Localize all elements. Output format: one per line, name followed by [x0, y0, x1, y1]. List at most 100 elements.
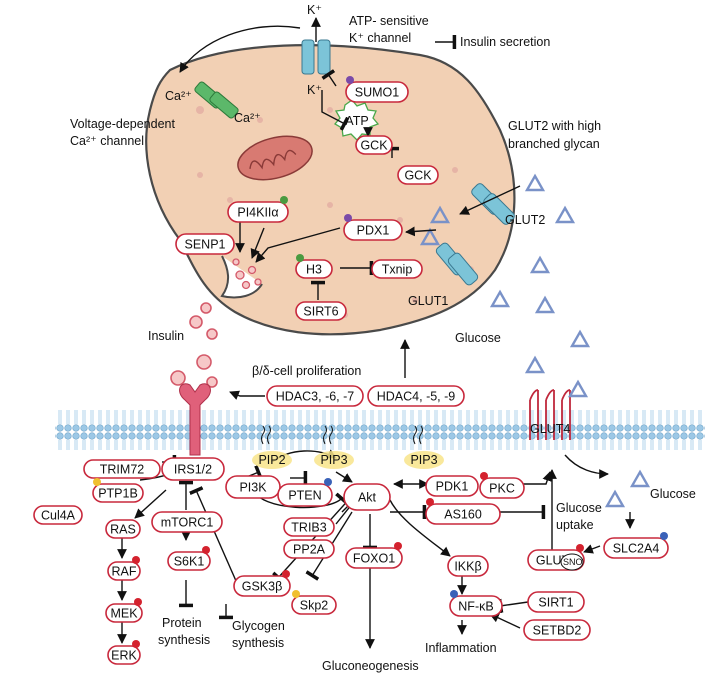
label-vdcc-1: Voltage-dependent	[70, 117, 175, 131]
node-label-trib3: TRIB3	[291, 521, 326, 535]
glut4-membrane-transporter	[529, 389, 571, 440]
node-h3: H3	[295, 254, 333, 279]
node-ptp1b: PTP1B	[92, 478, 144, 503]
node-label-gck-inner: GCK	[360, 139, 388, 153]
label-inflammation: Inflammation	[425, 641, 497, 655]
node-mek: MEK	[105, 598, 143, 623]
node-label-pip2: PIP2	[258, 453, 285, 467]
node-erk: ERK	[107, 640, 141, 665]
label-atp-channel: ATP- sensitive	[349, 14, 429, 28]
node-label-sirt1: SIRT1	[538, 596, 573, 610]
modification-marker	[132, 640, 140, 648]
sno-badge	[560, 553, 584, 571]
secreted-insulin	[170, 302, 218, 388]
label-k-inner: K⁺	[307, 83, 322, 97]
modification-marker	[280, 196, 288, 204]
node-nfkb: NF-κB	[449, 590, 503, 617]
node-pi4k: PI4KIIα	[227, 196, 289, 223]
modification-marker	[202, 546, 210, 554]
node-pten: PTEN	[277, 478, 333, 507]
node-label-foxo1: FOXO1	[353, 552, 395, 566]
mitochondrion	[237, 135, 313, 181]
node-label-raf: RAF	[112, 565, 137, 579]
node-setbd2: SETBD2	[523, 619, 591, 641]
node-gck-inner: GCK	[355, 135, 393, 155]
node-label-s6k1: S6K1	[174, 555, 205, 569]
node-label-pkc: PKC	[489, 482, 515, 496]
node-label-pi4k: PI4KIIα	[237, 206, 278, 220]
node-label-irs: IRS1/2	[174, 463, 212, 477]
node-sumo1: SUMO1	[345, 76, 409, 103]
node-label-skp2: Skp2	[300, 599, 329, 613]
label-glucose-uptake-1: Glucose	[556, 501, 602, 515]
node-label-nfkb: NF-κB	[458, 600, 493, 614]
label-glycogen-synthesis-1: Glycogen	[232, 619, 285, 633]
modification-marker	[296, 254, 304, 262]
node-label-pdk1: PDK1	[436, 480, 469, 494]
node-pdx1: PDX1	[343, 214, 403, 241]
node-label-ras: RAS	[110, 523, 136, 537]
node-label-as160: AS160	[444, 508, 482, 522]
node-gsk3b: GSK3β	[233, 570, 291, 597]
phosphoinositide-tails	[261, 425, 423, 445]
label-ca-inside: Ca²⁺	[234, 111, 261, 125]
node-label-akt: Akt	[358, 491, 377, 505]
node-label-hdac4: HDAC4, -5, -9	[377, 390, 456, 404]
node-mtorc1: mTORC1	[151, 511, 223, 533]
label-glut2: GLUT2	[505, 213, 545, 227]
atp-label: ATP	[345, 114, 368, 128]
node-label-ikkb: IKKβ	[454, 560, 481, 574]
node-cul4a: Cul4A	[33, 505, 83, 525]
node-slc2a4: SLC2A4	[603, 532, 669, 559]
node-raf: RAF	[107, 556, 141, 581]
node-label-pten: PTEN	[288, 489, 321, 503]
label-glut2-glycan-1: GLUT2 with high	[508, 119, 601, 133]
node-label-senp1: SENP1	[185, 238, 226, 252]
insulin-granules	[232, 258, 262, 290]
node-label-pi3k: PI3K	[239, 481, 267, 495]
label-vdcc-2: Ca²⁺ channel	[70, 134, 144, 148]
node-ras: RAS	[105, 519, 141, 539]
label-atp-channel-2: K⁺ channel	[349, 31, 411, 45]
node-label-sirt6: SIRT6	[303, 305, 338, 319]
node-foxo1: FOXO1	[345, 542, 403, 569]
katp-channel	[301, 39, 331, 75]
node-label-setbd2: SETBD2	[533, 624, 582, 638]
label-glycogen-synthesis-2: synthesis	[232, 636, 284, 650]
node-pi3k: PI3K	[225, 475, 281, 499]
node-hdac4: HDAC4, -5, -9	[367, 385, 465, 407]
node-as160: AS160	[425, 498, 501, 525]
label-k-top: K⁺	[307, 3, 322, 17]
node-label-slc2a4: SLC2A4	[613, 542, 660, 556]
label-protein-synthesis-1: Protein	[162, 616, 202, 630]
node-label-gsk3b: GSK3β	[242, 580, 283, 594]
modification-marker	[346, 76, 354, 84]
ca-channel	[194, 81, 239, 119]
node-label-pp2a: PP2A	[293, 543, 326, 557]
label-proliferation: β/δ-cell proliferation	[252, 364, 361, 378]
label-glucose-right: Glucose	[650, 487, 696, 501]
label-gluconeogenesis: Gluconeogenesis	[322, 659, 419, 673]
node-skp2: Skp2	[291, 590, 337, 615]
modification-marker	[660, 532, 668, 540]
node-senp1: SENP1	[175, 233, 235, 255]
node-pkc: PKC	[479, 472, 525, 499]
modification-marker	[394, 542, 402, 550]
plasma-membrane	[55, 410, 705, 450]
glucose-molecules	[419, 173, 651, 508]
node-pdk1: PDK1	[425, 475, 479, 497]
node-sirt1: SIRT1	[527, 591, 585, 613]
modification-marker	[480, 472, 488, 480]
node-pip3-a: PIP3	[314, 451, 354, 469]
modification-marker	[426, 498, 434, 506]
node-trim72: TRIM72	[83, 459, 161, 479]
node-irs: IRS1/2	[161, 457, 225, 481]
node-label-hdac3: HDAC3, -6, -7	[276, 390, 355, 404]
label-ca-outside: Ca²⁺	[165, 89, 192, 103]
node-label-mtorc1: mTORC1	[161, 516, 214, 530]
label-glut4-membrane: GLUT4	[530, 422, 570, 436]
glut1-channel	[435, 242, 479, 286]
node-label-erk: ERK	[111, 649, 137, 663]
modification-marker	[292, 590, 300, 598]
